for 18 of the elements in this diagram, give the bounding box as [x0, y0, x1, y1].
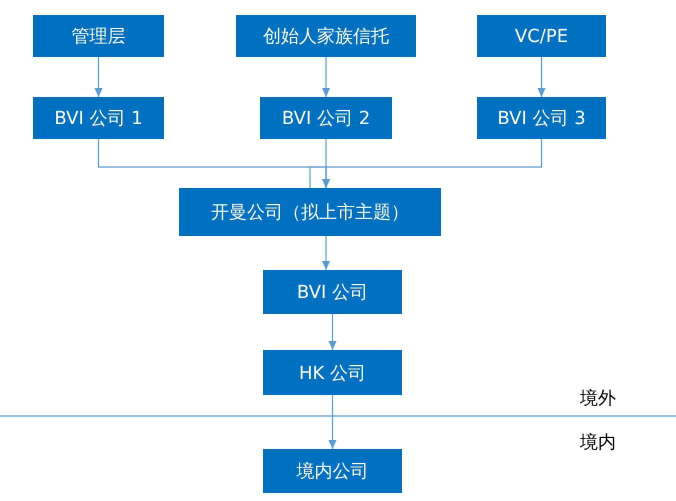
arrow — [328, 395, 336, 449]
arrow — [94, 57, 102, 97]
arrow — [538, 57, 546, 97]
company-box: BVI 公司 3 — [477, 97, 606, 139]
company-box: VC/PE — [477, 15, 606, 57]
region-label: 境外 — [580, 387, 616, 410]
company-box: BVI 公司 2 — [260, 97, 392, 139]
arrow — [322, 139, 542, 188]
company-box: BVI 公司 1 — [33, 97, 164, 139]
company-box: 开曼公司（拟上市主题） — [179, 188, 441, 236]
company-box: HK 公司 — [263, 350, 402, 395]
arrow — [328, 314, 336, 350]
company-box: BVI 公司 — [263, 270, 402, 314]
arrow — [322, 57, 330, 97]
company-box: 管理层 — [33, 15, 164, 57]
company-box: 境内公司 — [263, 449, 402, 493]
region-label: 境内 — [580, 431, 616, 454]
company-box: 创始人家族信托 — [236, 15, 416, 57]
